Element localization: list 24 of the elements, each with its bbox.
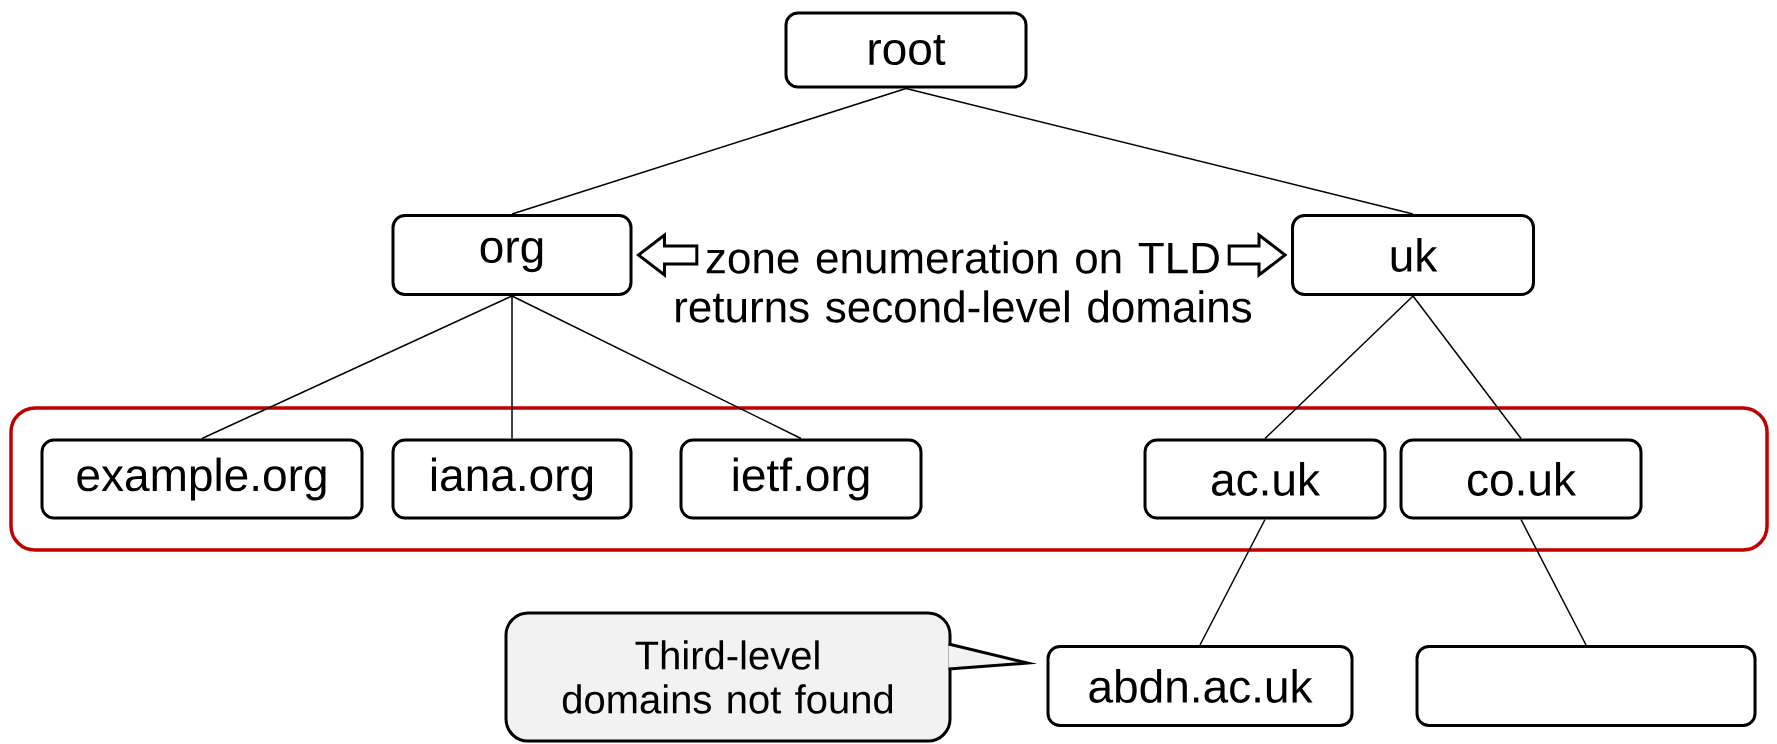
domain-box: example.org — [40, 438, 364, 520]
connector-line — [511, 295, 802, 440]
connector-line — [1199, 518, 1266, 646]
domain-box: root — [784, 11, 1028, 89]
domain-box: org — [391, 214, 633, 296]
connector-line — [511, 87, 907, 215]
annotation-text: zone enumeration on TLD returns second-level domains — [676, 241, 1252, 323]
domain-box: uk — [1291, 214, 1535, 296]
domain-box — [1415, 645, 1757, 727]
speech-bubble: Third-level domains not found — [504, 611, 952, 743]
highlight-frame — [9, 406, 1769, 552]
domain-box: ac.uk — [1143, 438, 1387, 520]
connector-line — [1264, 295, 1414, 440]
bubble-pointer — [947, 642, 1038, 671]
connector-line — [511, 295, 513, 440]
connector-line — [1412, 295, 1522, 440]
domain-box: ietf.org — [679, 438, 923, 520]
connector-line — [905, 87, 1414, 215]
block-arrow — [1227, 231, 1288, 279]
domain-box: iana.org — [391, 438, 633, 520]
domain-box: co.uk — [1399, 438, 1643, 520]
domain-box: abdn.ac.uk — [1046, 645, 1354, 727]
connector-line — [1520, 518, 1587, 646]
block-arrow — [636, 231, 699, 279]
